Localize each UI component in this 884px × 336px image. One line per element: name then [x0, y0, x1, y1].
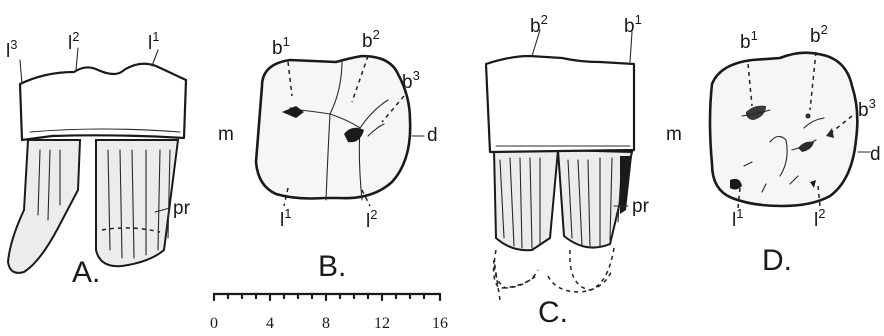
panel-c-label-b2: b2	[530, 12, 548, 37]
panel-b-label-m: m	[218, 124, 234, 145]
panel-b-label-b3: b3	[402, 68, 420, 93]
panel-d-label-m: m	[666, 124, 682, 145]
panel-a-l2-leader	[76, 48, 78, 70]
panel-c-label-b1: b1	[624, 12, 642, 37]
panel-b-label-l1: l1	[280, 206, 291, 231]
panel-c-root-tips	[494, 260, 612, 300]
panel-b-drawing	[256, 56, 424, 206]
panel-a-label-l3: l3	[6, 37, 17, 62]
panel-a-title: A.	[72, 256, 100, 289]
scale-tick-8: 8	[322, 315, 330, 332]
panel-a-label-pr: pr	[173, 198, 191, 219]
scale-tick-4: 4	[266, 315, 274, 332]
scale-bar	[214, 294, 440, 300]
panel-b-label-b2: b2	[362, 27, 380, 52]
panel-a-l3-leader	[20, 60, 22, 84]
panel-d-drawing	[710, 52, 870, 208]
panel-d-label-b2: b2	[810, 22, 828, 47]
panel-b-label-l2: l2	[366, 207, 377, 232]
panel-b-outline	[256, 56, 410, 199]
scale-tick-16: 16	[432, 315, 448, 332]
panel-d-label-l2: l2	[814, 206, 825, 231]
panel-d-label-b1: b1	[740, 28, 758, 53]
scale-tick-12: 12	[374, 315, 390, 332]
panel-c-title: C.	[538, 296, 568, 329]
panel-b-label-b1: b1	[272, 34, 290, 59]
panel-d-label-d: d	[870, 144, 881, 165]
panel-a-mesial-root	[8, 140, 80, 273]
panel-a-l1-leader	[152, 50, 158, 66]
panel-d-title: D.	[762, 244, 792, 277]
panel-d-label-b3: b3	[858, 96, 876, 121]
panel-c-crown	[486, 56, 634, 152]
panel-b-title: B.	[318, 250, 346, 283]
panel-b-label-d: d	[427, 125, 438, 146]
panel-c-label-pr: pr	[632, 196, 650, 217]
scale-tick-0: 0	[210, 315, 218, 332]
panel-d-label-l1: l1	[732, 206, 743, 231]
panel-c-drawing	[486, 30, 634, 300]
panel-a-drawing	[8, 48, 186, 273]
